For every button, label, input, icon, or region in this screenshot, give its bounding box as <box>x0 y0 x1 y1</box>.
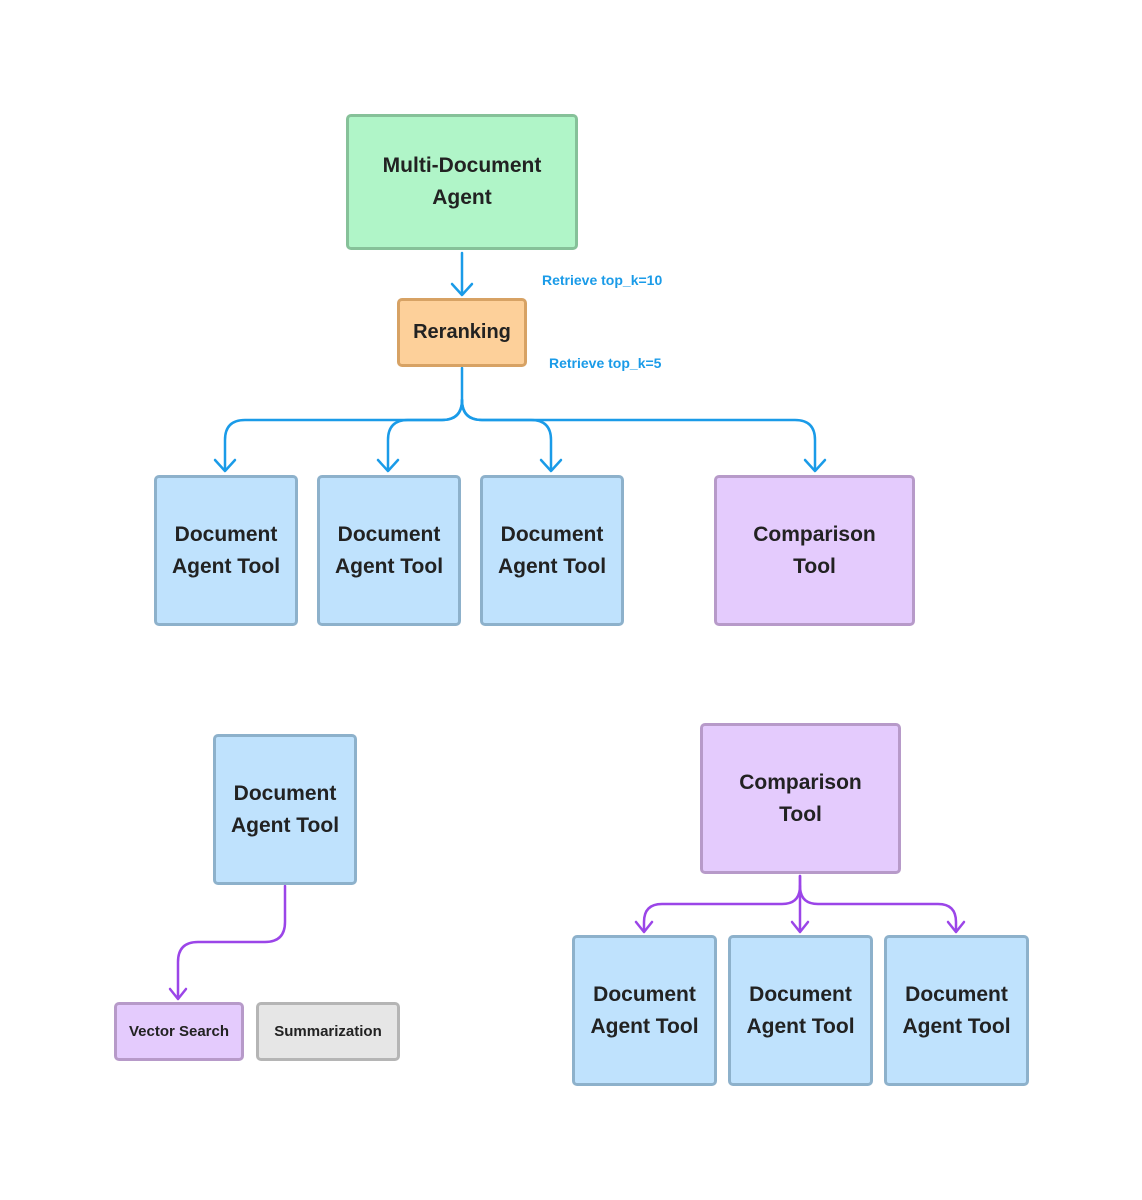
edge-comparison-to-document-tool-a <box>642 874 802 933</box>
document-agent-tool-label: Document Agent Tool <box>230 781 340 837</box>
comparison-tool-node-top: Comparison Tool <box>714 475 915 626</box>
vector-search-node: Vector Search <box>114 1002 244 1061</box>
arrowhead-document-tool-a <box>634 920 654 934</box>
comparison-tool-node-detail: Comparison Tool <box>700 723 901 874</box>
document-agent-tool-node-a: Document Agent Tool <box>572 935 717 1086</box>
comparison-tool-label: Comparison Tool <box>739 770 862 826</box>
document-agent-tool-node-b: Document Agent Tool <box>728 935 873 1086</box>
document-agent-tool-label: Document Agent Tool <box>746 982 855 1038</box>
document-agent-tool-node-c: Document Agent Tool <box>884 935 1029 1086</box>
edge-label-retrieve-top-k-10: Retrieve top_k=10 <box>542 272 663 288</box>
document-agent-tool-node-2: Document Agent Tool <box>317 475 461 626</box>
document-agent-tool-node-detail: Document Agent Tool <box>213 734 357 885</box>
arrowhead-document-tool-b <box>790 920 810 934</box>
arrowhead-comparison-tool <box>803 458 827 473</box>
summarization-node: Summarization <box>256 1002 400 1061</box>
reranking-label: Reranking <box>413 321 511 343</box>
edge-reranking-to-comparison-tool <box>460 398 817 472</box>
document-agent-tool-label: Document Agent Tool <box>497 522 607 578</box>
document-agent-tool-node-3: Document Agent Tool <box>480 475 624 626</box>
arrowhead-document-tool-3 <box>539 458 563 473</box>
arrowhead-document-tool-1 <box>213 458 237 473</box>
multi-document-agent-label: Multi-Document Agent <box>382 154 542 209</box>
document-agent-tool-label: Document Agent Tool <box>171 522 281 578</box>
vector-search-label: Vector Search <box>128 1023 230 1040</box>
edge-document-tool-to-vector-search <box>176 884 287 1000</box>
edge-label-retrieve-top-k-5: Retrieve top_k=5 <box>549 355 662 371</box>
document-agent-tool-label: Document Agent Tool <box>334 522 444 578</box>
summarization-label: Summarization <box>274 1023 382 1040</box>
document-agent-tool-label: Document Agent Tool <box>902 982 1011 1038</box>
document-agent-tool-label: Document Agent Tool <box>590 982 699 1038</box>
arrowhead-reranking <box>450 282 474 297</box>
reranking-node: Reranking <box>397 298 527 367</box>
multi-document-agent-node: Multi-Document Agent <box>346 114 578 250</box>
arrowhead-document-tool-2 <box>376 458 400 473</box>
edge-comparison-to-document-tool-c <box>798 884 958 933</box>
arrowhead-document-tool-c <box>946 920 966 934</box>
edge-reranking-to-document-tool-3 <box>460 398 553 472</box>
document-agent-tool-node-1: Document Agent Tool <box>154 475 298 626</box>
edge-reranking-to-document-tool-2 <box>386 398 464 472</box>
arrowhead-vector-search <box>168 987 188 1001</box>
comparison-tool-label: Comparison Tool <box>753 522 876 578</box>
